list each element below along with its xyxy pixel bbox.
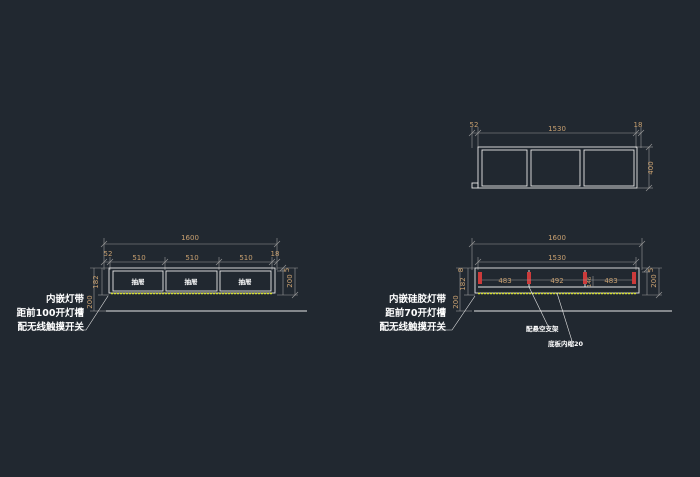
right-callout-inset: 底板内缩20 [548, 339, 584, 348]
left-offset-label: 52 [104, 250, 113, 258]
left-drawer-label-3: 抽屉 [239, 277, 253, 286]
left-bay-width-2: 510 [185, 254, 198, 262]
right-top-view: 52 1530 18 400 [468, 121, 655, 192]
left-left-height-dimension [90, 267, 109, 312]
left-notes-leader [34, 295, 109, 331]
right-inner-width-label: 1530 [548, 254, 566, 262]
left-note-2: 距前100开灯槽 [17, 307, 85, 319]
left-drawer-label-2: 抽屉 [185, 277, 199, 286]
left-right-height-dimension [277, 264, 299, 299]
right-left-height-dimension [456, 267, 475, 312]
right-left-small-height: 8 [457, 268, 465, 272]
right-bay-dimension [482, 276, 632, 287]
left-bay-width-3: 510 [239, 254, 252, 262]
right-overall-dimension [468, 238, 646, 270]
left-elevation: 1600 52 510 510 510 18 抽屉 抽屉 抽屉 [17, 234, 307, 333]
top-view-right-offset: 18 [634, 121, 643, 129]
left-right-top-height: 5 [283, 268, 291, 272]
right-elevation: 1600 1530 483 492 48 [379, 234, 672, 348]
top-view-cabinet [471, 146, 638, 189]
top-view-depth-dimension [637, 143, 653, 192]
right-hanging-brackets [478, 272, 636, 284]
right-left-top-height: 182 [459, 277, 467, 290]
left-right-total-height: 200 [286, 274, 294, 287]
left-right-offset-label: 18 [271, 250, 280, 258]
left-note-1: 内嵌灯带 [46, 293, 85, 305]
right-callout-bracket: 配悬空支架 [526, 324, 559, 333]
left-note-3: 配无线触摸开关 [17, 321, 84, 333]
left-drawer-label-1: 抽屉 [132, 277, 146, 286]
right-bay-width-2: 492 [550, 277, 563, 285]
right-bay-width-1: 483 [498, 277, 511, 285]
right-right-height-dimension [642, 265, 663, 299]
left-cabinet [108, 267, 276, 294]
right-right-top-height: 5 [647, 268, 655, 272]
top-view-left-offset: 52 [470, 121, 479, 129]
right-left-total-height: 200 [452, 295, 460, 308]
left-sub-dimension [100, 257, 281, 270]
top-view-width: 1530 [548, 125, 566, 133]
right-callout-leaders [528, 286, 573, 342]
right-notes-leader [380, 295, 476, 331]
left-overall-dimension [100, 238, 281, 270]
right-note-2: 距前70开灯槽 [385, 307, 446, 319]
right-overall-width-label: 1600 [548, 234, 566, 242]
right-note-3: 配无线触摸开关 [379, 321, 446, 333]
right-center-small-dimension: 146 [587, 276, 593, 287]
top-view-dimension [468, 127, 645, 148]
right-right-total-height: 200 [650, 274, 658, 287]
right-bay-width-3: 483 [604, 277, 617, 285]
left-bay-width-1: 510 [132, 254, 145, 262]
left-left-top-height: 182 [92, 275, 100, 288]
top-view-depth: 400 [647, 161, 655, 174]
right-note-1: 内嵌硅胶灯带 [389, 293, 447, 305]
left-left-total-height: 200 [86, 295, 94, 308]
left-overall-width-label: 1600 [181, 234, 199, 242]
